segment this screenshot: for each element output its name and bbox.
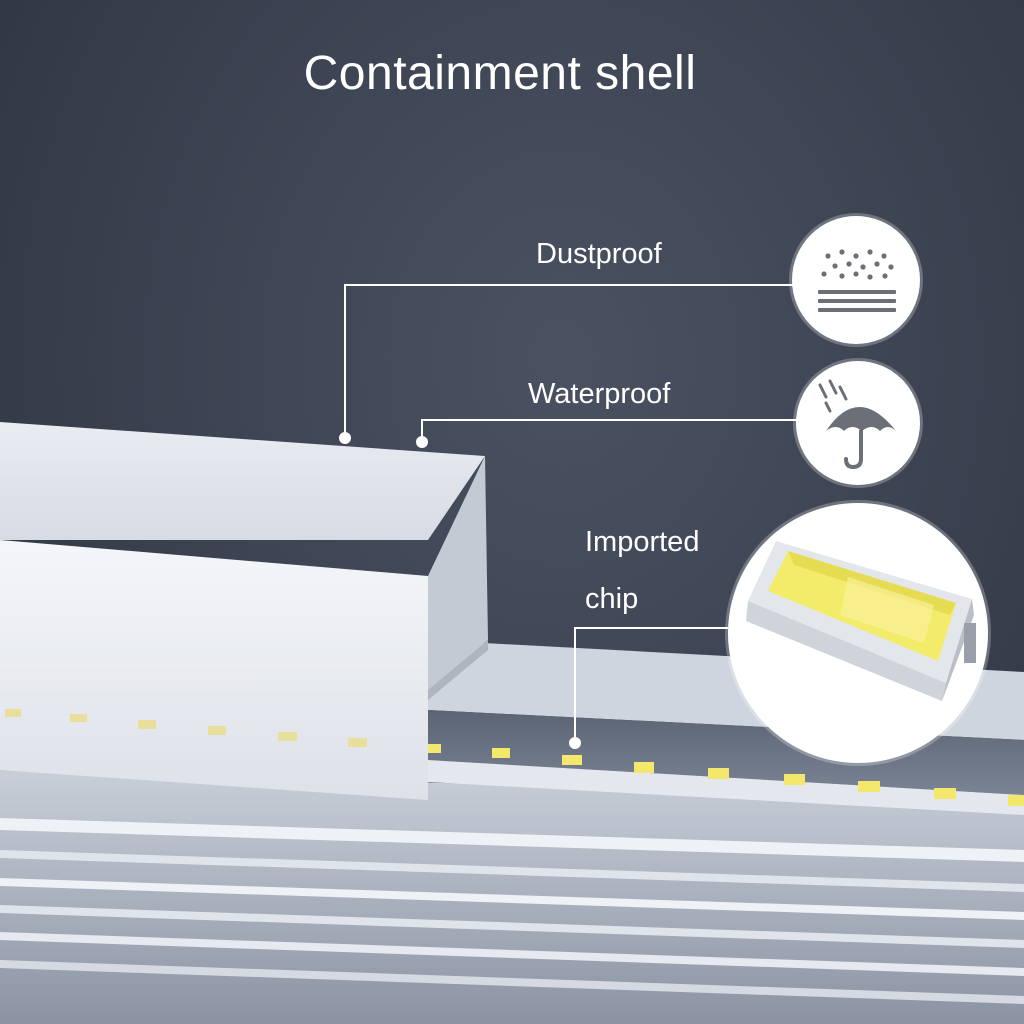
page-title: Containment shell — [303, 47, 697, 100]
dust-layers-icon — [792, 216, 920, 344]
leader-dots — [339, 432, 581, 749]
led-chips-diffused — [5, 709, 367, 747]
waterproof-leader — [421, 419, 800, 442]
dustproof-label: Dustproof — [536, 238, 662, 270]
waterproof-label: Waterproof — [528, 378, 671, 410]
chip-leader — [574, 627, 728, 743]
led-chip-closeup-icon — [728, 503, 988, 763]
chip-label-line2: chip — [585, 583, 639, 615]
aluminum-base — [0, 770, 1024, 1024]
dustproof-leader — [344, 284, 800, 438]
containment-shell — [0, 422, 488, 800]
chip-label-line1: Imported — [585, 526, 700, 558]
leader-lines — [344, 284, 800, 743]
led-chips-exposed — [425, 744, 1024, 806]
umbrella-rain-icon — [796, 361, 920, 485]
